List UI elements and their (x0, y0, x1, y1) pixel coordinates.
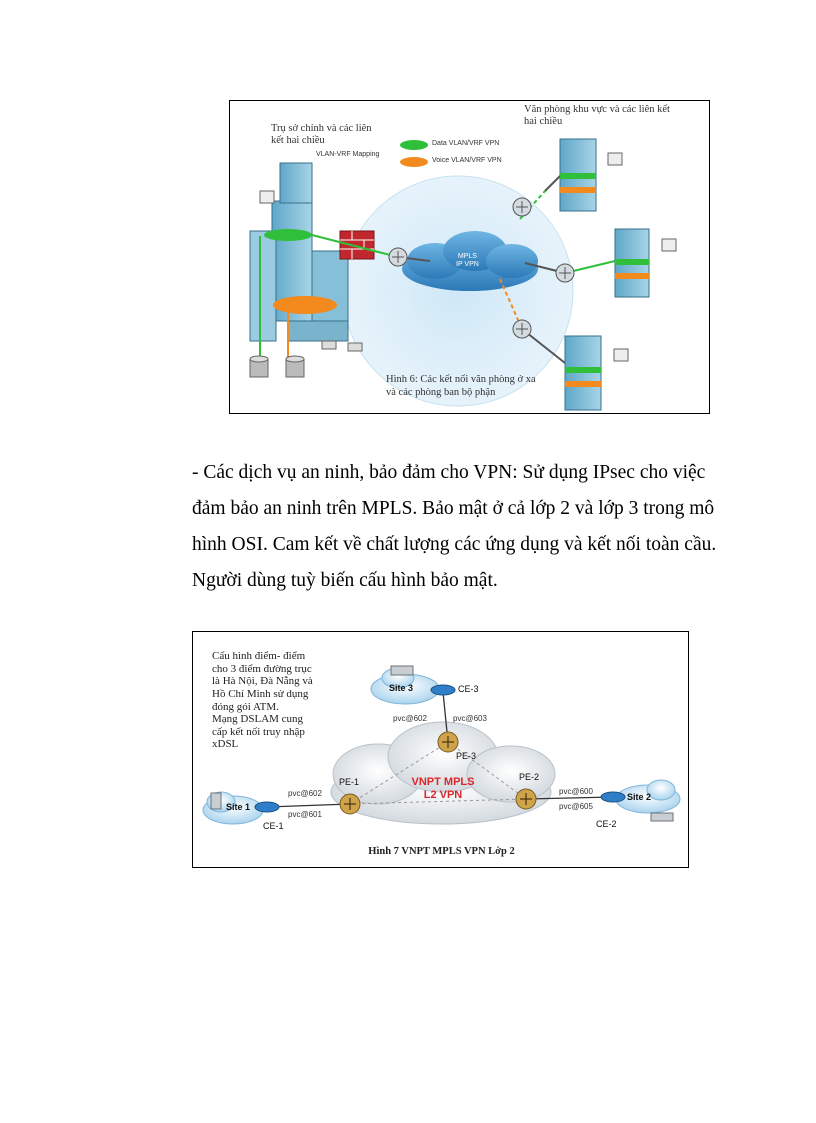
mapping-label: VLAN-VRF Mapping (316, 151, 380, 158)
figure-6-caption: Hình 6: Các kết nối văn phòng ở xa và cá… (386, 374, 536, 398)
server-icon (210, 792, 222, 810)
ce-1-router (254, 801, 280, 813)
ce-2-router (600, 791, 626, 803)
mpls-cloud-label: MPLS IP VPN (456, 253, 479, 268)
storage-icon (249, 355, 269, 378)
regional-building-1 (559, 138, 623, 212)
mpls-cloud (402, 231, 538, 291)
figure-7-description: Cấu hình điểm- điểm cho 3 điểm đường trụ… (212, 650, 313, 751)
figure-6-diagram (249, 138, 677, 411)
hq-label: Trụ sở chính và các liên kết hai chiều (271, 123, 372, 147)
pvc-600-label: pvc@600 (559, 787, 593, 796)
regional-label: Văn phòng khu vực và các liên kết hai ch… (524, 104, 670, 128)
pvc-602-top-label: pvc@602 (393, 714, 427, 723)
paragraph-line: hình OSI. Cam kết về chất lượng các ứng … (192, 534, 717, 555)
monitor-icon (259, 190, 275, 204)
pvc-602-left-label: pvc@602 (288, 789, 322, 798)
figure-7-diagram (202, 665, 681, 825)
legend-data-mark (400, 140, 428, 150)
pe-1-label: PE-1 (339, 777, 360, 787)
vnpt-cloud-title: VNPT MPLS L2 VPN (411, 776, 475, 801)
hq-voice-vlan (273, 296, 337, 314)
pvc-603-label: pvc@603 (453, 714, 487, 723)
paragraph-line: Người dùng tuỳ biến cấu hình bảo mật. (192, 570, 498, 591)
pe-2-router (515, 788, 537, 810)
firewall (339, 230, 375, 260)
ce-2-label: CE-2 (596, 819, 617, 829)
figure-7-vnpt-mpls-l2vpn: Cấu hình điểm- điểm cho 3 điểm đường trụ… (192, 631, 689, 868)
legend-voice-mark (400, 157, 428, 167)
router-hq (388, 247, 408, 267)
hq-data-vlan (264, 229, 312, 241)
site-3-label: Site 3 (389, 683, 414, 693)
site-2-cloud (615, 779, 681, 814)
phone-icon (347, 342, 363, 352)
router-top (512, 197, 532, 217)
regional-building-3 (564, 335, 629, 411)
figure-6-mpls-ip-vpn: Trụ sở chính và các liên kết hai chiều V… (229, 100, 710, 414)
ce-1-label: CE-1 (263, 821, 284, 831)
regional-building-2 (614, 228, 677, 298)
legend-data-label: Data VLAN/VRF VPN (432, 140, 500, 147)
vnpt-cloud (330, 721, 556, 825)
router-bottom (512, 319, 532, 339)
legend-voice-label: Voice VLAN/VRF VPN (432, 157, 502, 164)
server-icon (650, 812, 674, 822)
server-icon (390, 665, 414, 676)
network-halo (342, 175, 574, 407)
pe-2-label: PE-2 (519, 772, 540, 782)
ce-3-label: CE-3 (458, 684, 479, 694)
pe-3-router (437, 731, 459, 753)
hq-building (249, 162, 349, 342)
phone-icon (321, 340, 337, 350)
ce-3-router (430, 684, 456, 696)
mesh-links (349, 741, 527, 805)
pe-3-label: PE-3 (456, 751, 477, 761)
paragraph-line: - Các dịch vụ an ninh, bảo đảm cho VPN: … (192, 462, 706, 483)
pe-1-router (339, 793, 361, 815)
body-paragraph: - Các dịch vụ an ninh, bảo đảm cho VPN: … (192, 455, 717, 599)
site-2-label: Site 2 (627, 792, 652, 802)
figure-7-caption: Hình 7 VNPT MPLS VPN Lớp 2 (368, 846, 515, 857)
paragraph-line: đảm bảo an ninh trên MPLS. Bảo mật ở cả … (192, 498, 715, 519)
pvc-605-label: pvc@605 (559, 802, 593, 811)
site-1-label: Site 1 (226, 802, 251, 812)
router-right (555, 263, 575, 283)
storage-icon (285, 355, 305, 378)
pvc-601-label: pvc@601 (288, 810, 322, 819)
